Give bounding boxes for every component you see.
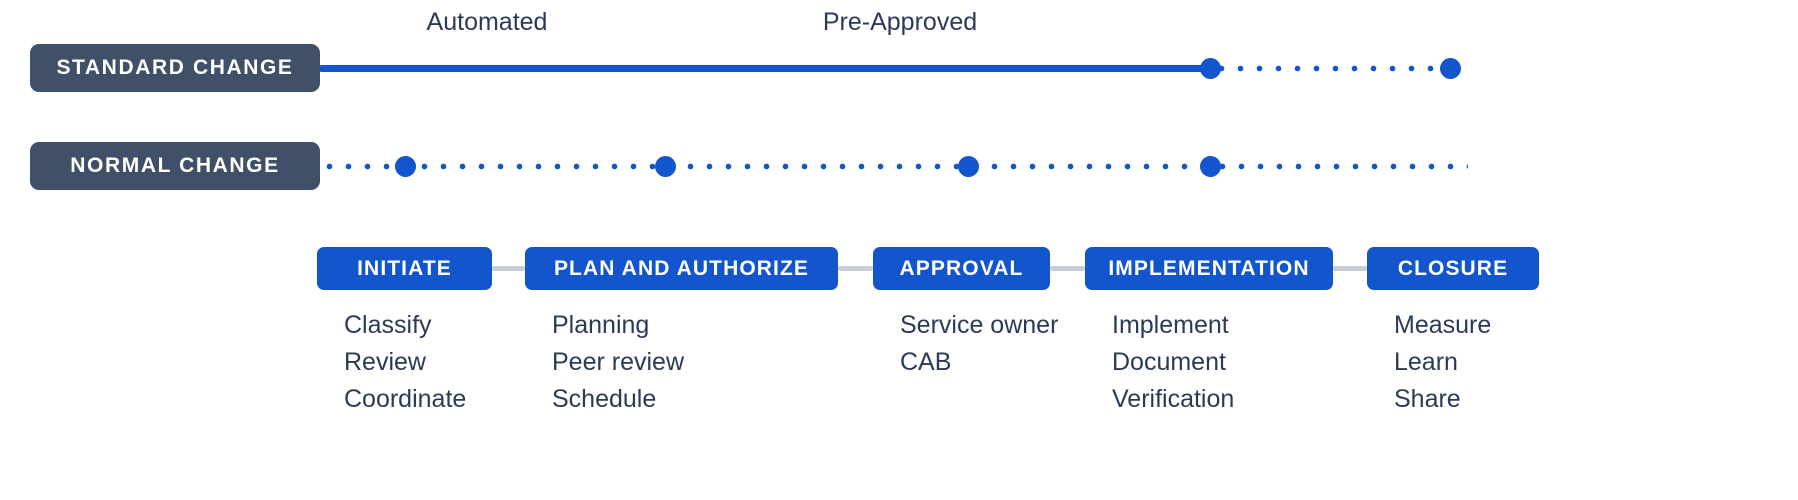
- badge-standard-change[interactable]: STANDARD CHANGE: [30, 44, 320, 92]
- stage-item: CAB: [900, 348, 952, 376]
- timeline-segment-solid: [320, 65, 1212, 72]
- stage-item: Coordinate: [344, 385, 467, 413]
- stage-item: Planning: [552, 311, 650, 339]
- timeline-node[interactable]: [958, 156, 979, 177]
- badge-normal-change[interactable]: NORMAL CHANGE: [30, 142, 320, 190]
- stage-item: Classify: [344, 311, 432, 339]
- stage-connector: [1333, 266, 1367, 271]
- stage-item: Measure: [1394, 311, 1492, 339]
- timeline-segment-dotted: [320, 163, 1468, 170]
- stage-connector: [492, 266, 525, 271]
- timeline-node[interactable]: [655, 156, 676, 177]
- stage-item: Share: [1394, 385, 1461, 413]
- timeline-node[interactable]: [1200, 58, 1221, 79]
- timeline-segment-dotted: [1212, 65, 1452, 72]
- stage-item: Document: [1112, 348, 1226, 376]
- stage-item: Implement: [1112, 311, 1229, 339]
- stage-box-closure[interactable]: CLOSURE: [1367, 247, 1539, 290]
- stage-item: Peer review: [552, 348, 684, 376]
- stage-box-initiate[interactable]: INITIATE: [317, 247, 492, 290]
- timeline-annotation: Automated: [426, 8, 548, 36]
- timeline-node[interactable]: [395, 156, 416, 177]
- stage-item: Service owner: [900, 311, 1059, 339]
- stage-connector: [1050, 266, 1085, 271]
- stage-box-plan-and-authorize[interactable]: PLAN AND AUTHORIZE: [525, 247, 838, 290]
- timeline-row-normal-change: NORMAL CHANGE: [0, 0, 1798, 190]
- stage-item: Verification: [1112, 385, 1235, 413]
- stage-item: Schedule: [552, 385, 657, 413]
- timeline-annotation: Pre-Approved: [822, 8, 978, 36]
- stage-connector: [838, 266, 873, 271]
- stage-box-implementation[interactable]: IMPLEMENTATION: [1085, 247, 1333, 290]
- stage-item: Learn: [1394, 348, 1458, 376]
- timeline-node[interactable]: [1440, 58, 1461, 79]
- stage-item: Review: [344, 348, 426, 376]
- stage-box-approval[interactable]: APPROVAL: [873, 247, 1050, 290]
- timeline-row-standard-change: STANDARD CHANGE Automated Pre-Approved: [0, 0, 1798, 92]
- timeline-node[interactable]: [1200, 156, 1221, 177]
